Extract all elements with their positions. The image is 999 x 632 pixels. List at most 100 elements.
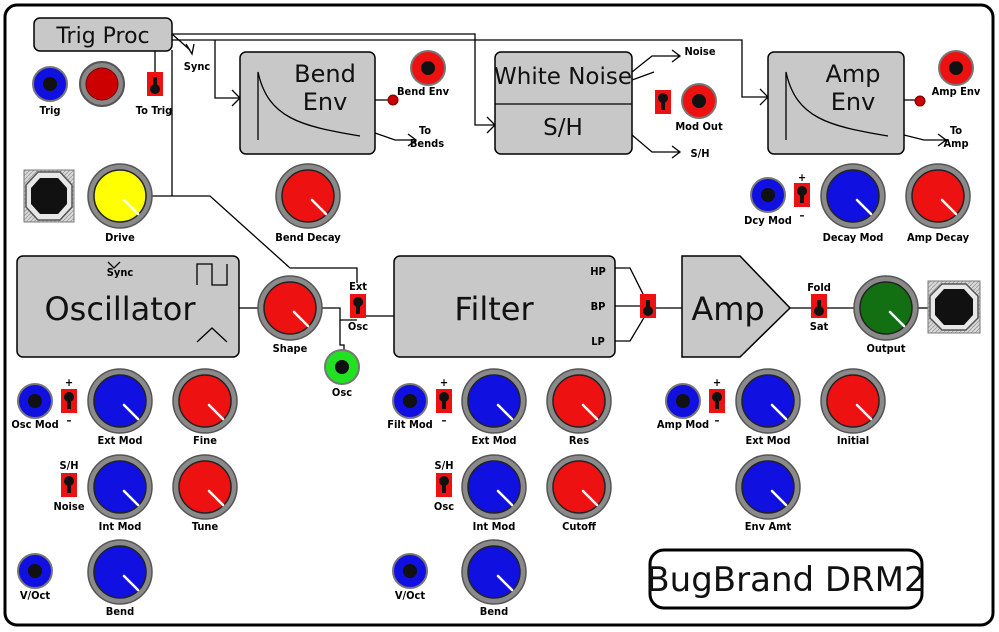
amp-env-jack[interactable] bbox=[938, 50, 974, 86]
amp-box bbox=[681, 255, 792, 358]
filt-mod-plus: + bbox=[440, 376, 448, 389]
lp-label: LP bbox=[591, 335, 605, 348]
osc-voct-jack[interactable] bbox=[17, 553, 53, 589]
amp-env-box bbox=[767, 51, 905, 155]
mod-out-switch[interactable] bbox=[655, 90, 671, 114]
shape-knob[interactable] bbox=[257, 275, 323, 341]
mod-out-jack[interactable] bbox=[681, 83, 717, 119]
amp-decay-knob[interactable] bbox=[905, 163, 971, 229]
filter-mode-switch[interactable] bbox=[640, 294, 656, 318]
oscillator-title: Oscillator bbox=[44, 290, 196, 328]
module-graphics bbox=[107, 71, 889, 343]
amp-mod-plus: + bbox=[713, 376, 721, 389]
filt-osc-label: Osc bbox=[434, 500, 454, 513]
bend-decay-knob[interactable] bbox=[275, 163, 341, 229]
brand-name: BugBrand DRM2 bbox=[646, 560, 925, 600]
cutoff-knob[interactable] bbox=[546, 454, 612, 520]
amp-ext-mod-label: Ext Mod bbox=[745, 434, 790, 447]
osc-sh-label: S/H bbox=[59, 459, 78, 472]
to-label-1: To bbox=[419, 124, 431, 137]
decay-mod-plus: + bbox=[798, 171, 806, 184]
fine-knob[interactable] bbox=[172, 368, 238, 434]
filt-bend-label: Bend bbox=[480, 605, 508, 618]
filt-voct-jack[interactable] bbox=[392, 553, 428, 589]
osc-out-jack[interactable] bbox=[324, 349, 360, 385]
amp-ext-mod-knob[interactable] bbox=[735, 368, 801, 434]
output-jack[interactable] bbox=[927, 280, 981, 334]
bend-env-jack[interactable] bbox=[410, 50, 446, 86]
osc-switch-label: Osc bbox=[348, 320, 368, 333]
osc-voct-label: V/Oct bbox=[20, 589, 51, 602]
trig-proc-title: Trig Proc bbox=[55, 24, 149, 49]
tune-knob[interactable] bbox=[172, 454, 238, 520]
shape-label: Shape bbox=[273, 342, 308, 355]
osc-out-label: Osc bbox=[332, 386, 352, 399]
filt-mod-polarity-switch[interactable] bbox=[436, 389, 452, 413]
env-amt-knob[interactable] bbox=[735, 454, 801, 520]
initial-label: Initial bbox=[837, 434, 869, 447]
osc-int-mod-label: Int Mod bbox=[99, 520, 142, 533]
fine-label: Fine bbox=[193, 434, 217, 447]
osc-mod-plus: + bbox=[65, 376, 73, 389]
dcy-mod-jack[interactable] bbox=[750, 177, 786, 213]
decay-mod-label: Decay Mod bbox=[823, 231, 884, 244]
amp-env-title-line1: Amp bbox=[825, 60, 880, 88]
filt-mod-minus: – bbox=[442, 414, 447, 427]
oscillator-box bbox=[16, 255, 240, 358]
to-amp-label: Amp bbox=[943, 137, 968, 150]
noise-out-label: Noise bbox=[684, 45, 715, 58]
initial-knob[interactable] bbox=[820, 368, 886, 434]
trig-button[interactable] bbox=[79, 61, 125, 107]
white-noise-box bbox=[494, 51, 633, 155]
white-noise-title: White Noise bbox=[494, 64, 632, 90]
filt-int-mod-label: Int Mod bbox=[473, 520, 516, 533]
output-knob[interactable] bbox=[853, 275, 919, 341]
filt-voct-label: V/Oct bbox=[395, 589, 426, 602]
filt-int-mod-source-switch[interactable] bbox=[436, 473, 452, 497]
osc-bend-label: Bend bbox=[106, 605, 134, 618]
bends-label: Bends bbox=[410, 137, 444, 150]
to-trig-switch[interactable] bbox=[147, 72, 163, 96]
sync-label-top: Sync bbox=[184, 60, 211, 73]
trig-jack-label: Trig bbox=[40, 104, 61, 117]
knob-layer bbox=[87, 163, 971, 605]
dcy-mod-label: Dcy Mod bbox=[744, 214, 792, 227]
osc-noise-label: Noise bbox=[53, 500, 84, 513]
bend-env-title-line1: Bend bbox=[294, 60, 356, 88]
osc-int-mod-knob[interactable] bbox=[87, 454, 153, 520]
decay-mod-minus: – bbox=[800, 209, 805, 222]
filt-int-mod-knob[interactable] bbox=[461, 454, 527, 520]
trig-proc-box bbox=[33, 17, 173, 52]
amp-title: Amp bbox=[691, 290, 764, 328]
filter-input-switch[interactable] bbox=[350, 294, 366, 318]
to-label-2: To bbox=[950, 124, 962, 137]
drive-knob[interactable] bbox=[87, 163, 153, 229]
osc-int-mod-source-switch[interactable] bbox=[61, 473, 77, 497]
trig-jack[interactable] bbox=[32, 66, 68, 102]
brand-box bbox=[648, 548, 924, 610]
osc-sync-label: Sync bbox=[107, 266, 134, 279]
ext-label: Ext bbox=[349, 280, 367, 293]
res-label: Res bbox=[569, 434, 589, 447]
filt-mod-label: Filt Mod bbox=[387, 418, 432, 431]
osc-bend-knob[interactable] bbox=[87, 539, 153, 605]
osc-mod-polarity-switch[interactable] bbox=[61, 389, 77, 413]
osc-mod-jack[interactable] bbox=[17, 383, 53, 419]
filt-ext-mod-knob[interactable] bbox=[461, 368, 527, 434]
amp-mod-polarity-switch[interactable] bbox=[709, 389, 725, 413]
filt-mod-jack[interactable] bbox=[392, 383, 428, 419]
module-boxes bbox=[16, 17, 924, 610]
to-trig-label: To Trig bbox=[136, 104, 172, 117]
input-jack[interactable] bbox=[23, 169, 75, 223]
fold-sat-switch[interactable] bbox=[811, 294, 827, 318]
amp-env-jack-label: Amp Env bbox=[932, 85, 981, 98]
osc-ext-mod-knob[interactable] bbox=[87, 368, 153, 434]
bend-decay-label: Bend Decay bbox=[275, 231, 341, 244]
amp-env-title-line2: Env bbox=[831, 88, 876, 116]
decay-mod-polarity-switch[interactable] bbox=[794, 183, 810, 207]
decay-mod-knob[interactable] bbox=[820, 163, 886, 229]
filt-bend-knob[interactable] bbox=[461, 539, 527, 605]
amp-mod-jack[interactable] bbox=[665, 383, 701, 419]
res-knob[interactable] bbox=[546, 368, 612, 434]
